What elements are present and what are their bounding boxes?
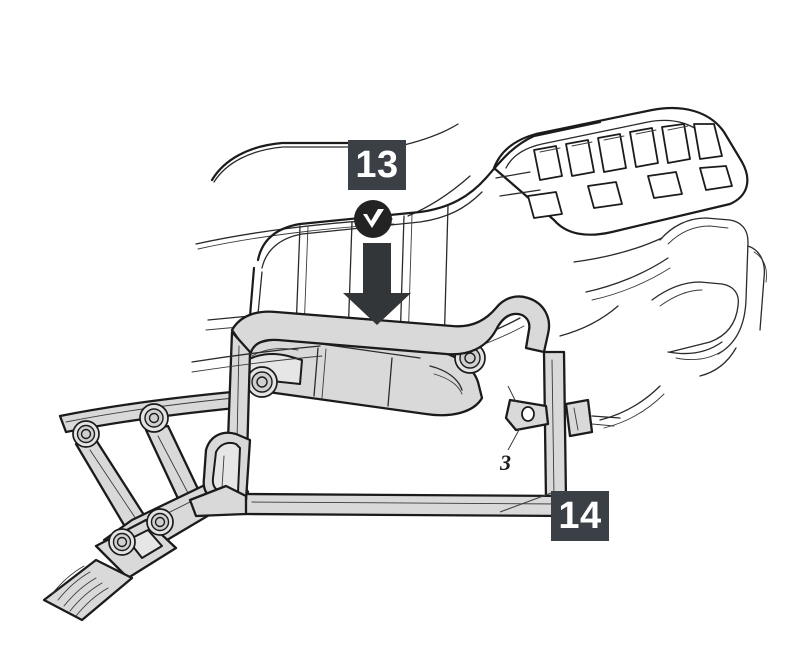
luggage-rack — [492, 106, 749, 236]
front-rail — [191, 345, 323, 373]
strut-bolt-4 — [146, 508, 174, 536]
part-number-annotation: 3 — [500, 450, 511, 475]
plate-bolt-left — [246, 366, 278, 398]
rack-slats — [533, 123, 723, 181]
callout-badge-14: 14 — [551, 491, 609, 541]
strut-bolt-2 — [139, 403, 169, 433]
strut-bolt-1 — [72, 420, 100, 448]
side-carrier-frame — [188, 295, 621, 518]
callout-badge-13: 13 — [348, 140, 406, 190]
strut-bolt-3 — [108, 528, 136, 556]
check-circle-icon — [353, 199, 393, 239]
rack-feet — [527, 165, 733, 219]
hose-ribs — [51, 565, 109, 617]
rear-body-panels — [573, 217, 767, 377]
down-arrow-icon — [340, 243, 414, 325]
